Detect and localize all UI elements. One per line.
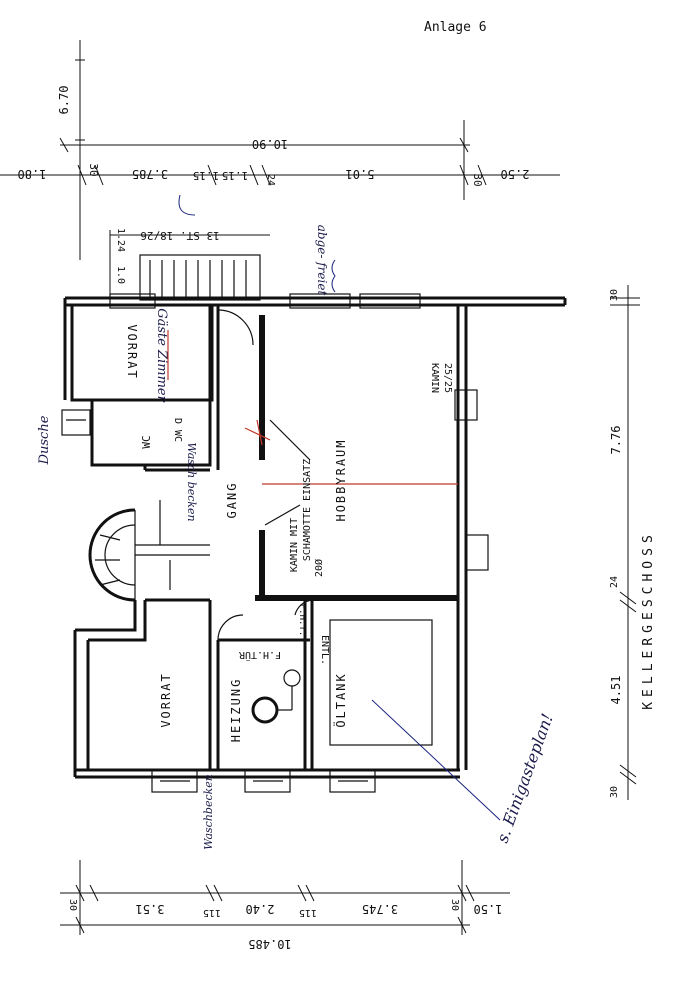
dim-bottom-seg-4: 115 <box>299 907 317 918</box>
dim-top-seg-2: 3.785 <box>132 167 168 181</box>
top-dimension-lines <box>0 40 560 260</box>
room-hobbyraum: HOBBYRAUM <box>334 438 348 521</box>
dim-height-top: 6.70 <box>57 86 71 115</box>
dim-bottom-seg-7: 1.50 <box>474 902 503 916</box>
spiral-stair <box>88 500 210 602</box>
room-wc: WC <box>140 435 153 448</box>
dim-bottom-seg-0: 30 <box>67 899 78 911</box>
outer-walls <box>63 296 567 779</box>
red-markings <box>167 330 458 485</box>
right-dimension-lines <box>610 285 640 800</box>
dim-right-1: 7.76 <box>609 426 623 455</box>
dim-left-small-0: 1.24 <box>115 228 126 252</box>
note-waschbecken-top: Wasch becken <box>185 442 198 521</box>
kamin-line-2: SCHAMOTTE EINSATZ <box>302 459 313 561</box>
dim-bottom-seg-5: 3.745 <box>362 902 398 916</box>
interior-walls <box>61 303 458 770</box>
kamin-line-3: 20Ø <box>313 559 325 577</box>
note-dusche: Dusche <box>37 415 52 465</box>
bottom-dimension-lines <box>60 860 510 935</box>
note-abgefreiet: abge- freiet <box>315 225 329 296</box>
kamin-line-1: KAMIN MIT <box>289 518 300 572</box>
dim-top-seg-5: 24 <box>265 174 276 186</box>
dim-bottom-seg-2: 115 <box>203 907 221 918</box>
room-dwc-code: D WC <box>172 418 183 442</box>
kamin-small-line-2: 25/25 <box>442 363 453 393</box>
dim-left-small-1: 1.0 <box>115 266 126 284</box>
room-gang: GANG <box>225 482 239 519</box>
dim-top-seg-6: 5.01 <box>346 167 375 181</box>
room-vorrat-top: VORRAT <box>125 324 139 379</box>
dim-bottom-seg-1: 3.51 <box>136 902 165 916</box>
dim-top-seg-7: 30 <box>471 173 484 186</box>
page-heading: Anlage 6 <box>424 20 487 35</box>
top-windows <box>109 293 421 309</box>
bottom-windows <box>151 769 376 793</box>
plan-title: KELLERGESCHOSS <box>641 530 656 710</box>
dim-right-3: 4.51 <box>609 676 623 705</box>
oil-tank-outline <box>329 619 433 746</box>
room-vorrat-bottom: VORRAT <box>159 672 173 727</box>
chimney-small <box>454 389 478 421</box>
dim-right-2: 24 <box>609 576 620 588</box>
dim-top-seg-0: 1.80 <box>18 167 47 181</box>
pen-strokes <box>178 194 501 821</box>
room-heizung: HEIZUNG <box>229 678 243 743</box>
dim-top-seg-4: 1.15 <box>222 169 249 182</box>
label-fh-t: F.H.T. <box>297 604 307 637</box>
boiler-symbol <box>251 669 301 724</box>
door-swings <box>217 309 313 641</box>
kamin-small-line-1: KAMIN <box>429 363 440 393</box>
dim-bottom-seg-6: 30 <box>449 899 460 911</box>
label-fh-tuer: F.H.TÜR <box>238 649 281 662</box>
dim-overall-top: 10.90 <box>252 137 288 151</box>
note-gaeste-zimmer: Gäste Zimmer <box>154 308 169 402</box>
dim-right-0: 30 <box>609 289 620 301</box>
note-einigaseplan: s. Einigasteplan! <box>493 711 557 845</box>
dim-right-4: 30 <box>609 786 620 798</box>
dim-top-seg-1: 30 <box>87 163 100 176</box>
room-oeltank: ÖLTANK <box>332 672 348 727</box>
dim-bottom-overall: 10.485 <box>248 937 291 951</box>
dim-top-seg-3: 1.15 <box>193 169 220 182</box>
dim-bottom-seg-3: 2.40 <box>246 902 275 916</box>
dim-top-seg-8: 2.50 <box>501 167 530 181</box>
window-right <box>465 534 489 571</box>
stair-label: 13 ST. 18/26 <box>140 229 219 242</box>
exterior-stair <box>110 234 270 301</box>
note-waschbecken-bottom: Waschbecken <box>202 774 215 850</box>
label-entl: ENTL. <box>319 635 330 665</box>
